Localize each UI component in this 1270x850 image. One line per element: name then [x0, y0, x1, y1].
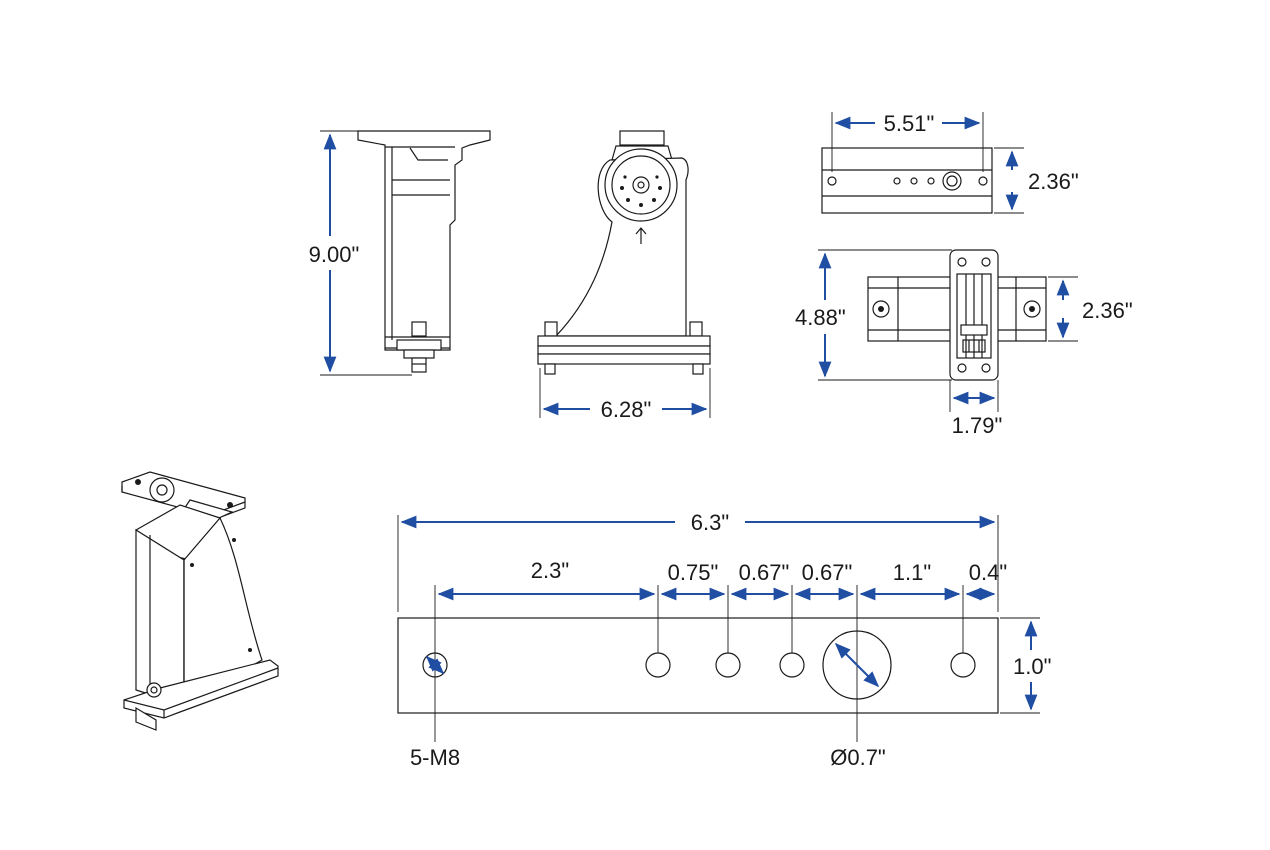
top-view — [821, 147, 993, 214]
plate-height-label: 1.0" — [1013, 654, 1051, 679]
plate-spacing-label: 0.67" — [802, 560, 853, 585]
plate-spacing-label: 0.75" — [668, 560, 719, 585]
top-plate-height-label: 2.36" — [1028, 169, 1079, 194]
base-width-label: 6.28" — [601, 397, 652, 422]
plate-spacing-label: 0.4" — [969, 560, 1007, 585]
dimension-labels: 9.00" 6.28" 5.51" 2.36" 4.88" 2.36" 1.79… — [309, 111, 1133, 770]
center-hole-label: Ø0.7" — [830, 745, 886, 770]
dimension-lines — [323, 116, 1070, 711]
plate-spacing-label: 2.3" — [531, 558, 569, 583]
plate-overall-label: 6.3" — [691, 510, 729, 535]
plate-spacing-label: 1.1" — [893, 560, 931, 585]
plan-depth-label: 4.88" — [795, 305, 846, 330]
plan-clamp-width-label: 1.79" — [952, 413, 1003, 438]
front-view — [537, 130, 711, 375]
plan-view — [867, 249, 1047, 381]
isometric-view — [121, 471, 279, 731]
plan-height-label: 2.36" — [1082, 298, 1133, 323]
height-label: 9.00" — [309, 242, 360, 267]
base-plate-detail — [397, 617, 999, 714]
hole-spec-label: 5-M8 — [410, 745, 460, 770]
side-view — [357, 130, 491, 373]
plate-spacing-label: 0.67" — [739, 560, 790, 585]
top-plate-width-label: 5.51" — [884, 111, 935, 136]
